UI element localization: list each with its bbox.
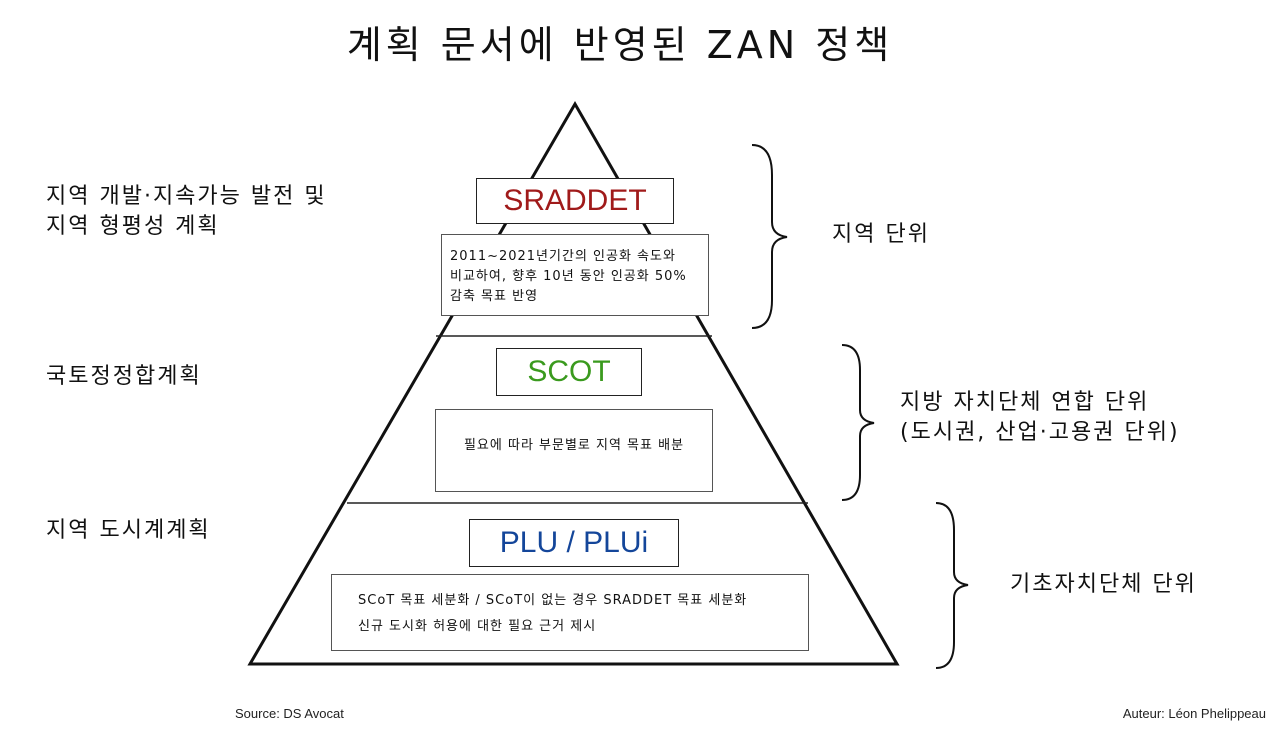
- level-box-sraddet: SRADDET: [476, 178, 674, 224]
- description-box-sraddet: 2011~2021년기간의 인공화 속도와 비교하여, 향후 10년 동안 인공…: [441, 234, 709, 316]
- description-box-plu: SCoT 목표 세분화 / SCoT이 없는 경우 SRADDET 목표 세분화…: [331, 574, 809, 651]
- description-line: 신규 도시화 허용에 대한 필요 근거 제시: [358, 619, 597, 634]
- left-label-plu: 지역 도시계계획: [46, 516, 211, 546]
- description-line: 비교하여, 향후 10년 동안 인공화 50%: [450, 269, 687, 284]
- right-label-intercommunal: 지방 자치단체 연합 단위 (도시권, 산업·고용권 단위): [900, 388, 1180, 448]
- diagram-title: 계획 문서에 반영된 ZAN 정책: [346, 23, 894, 67]
- right-label-regional: 지역 단위: [832, 220, 930, 250]
- right-label-municipal: 기초자치단체 단위: [1010, 570, 1197, 600]
- level-box-plu: PLU / PLUi: [469, 519, 679, 567]
- level-box-scot: SCOT: [496, 348, 642, 396]
- description-line: SCoT 목표 세분화 / SCoT이 없는 경우 SRADDET 목표 세분화: [358, 593, 748, 608]
- left-label-line: 지역 개발·지속가능 발전 및: [46, 184, 327, 209]
- brace-regional: [751, 144, 788, 329]
- pyramid-outline: [247, 101, 900, 666]
- brace-intercommunal: [841, 344, 875, 501]
- left-label-line: 지역 형평성 계획: [46, 214, 220, 239]
- description-box-scot: 필요에 따라 부문별로 지역 목표 배분: [435, 409, 713, 492]
- right-label-line: 지역 단위: [832, 222, 930, 247]
- left-label-sraddet: 지역 개발·지속가능 발전 및 지역 형평성 계획: [46, 182, 327, 242]
- source-credit: Source: DS Avocat: [235, 706, 344, 721]
- right-label-line: 기초자치단체 단위: [1010, 572, 1197, 597]
- right-label-line: (도시권, 산업·고용권 단위): [900, 420, 1180, 445]
- right-label-line: 지방 자치단체 연합 단위: [900, 390, 1150, 415]
- left-label-line: 국토정정합계획: [46, 364, 202, 389]
- author-credit: Auteur: Léon Phelippeau: [1122, 706, 1266, 721]
- left-label-scot: 국토정정합계획: [46, 362, 202, 392]
- description-line: 필요에 따라 부문별로 지역 목표 배분: [463, 438, 685, 453]
- brace-municipal: [935, 502, 969, 669]
- description-line: 감축 목표 반영: [450, 289, 539, 304]
- description-line: 2011~2021년기간의 인공화 속도와: [450, 249, 676, 264]
- left-label-line: 지역 도시계계획: [46, 518, 211, 543]
